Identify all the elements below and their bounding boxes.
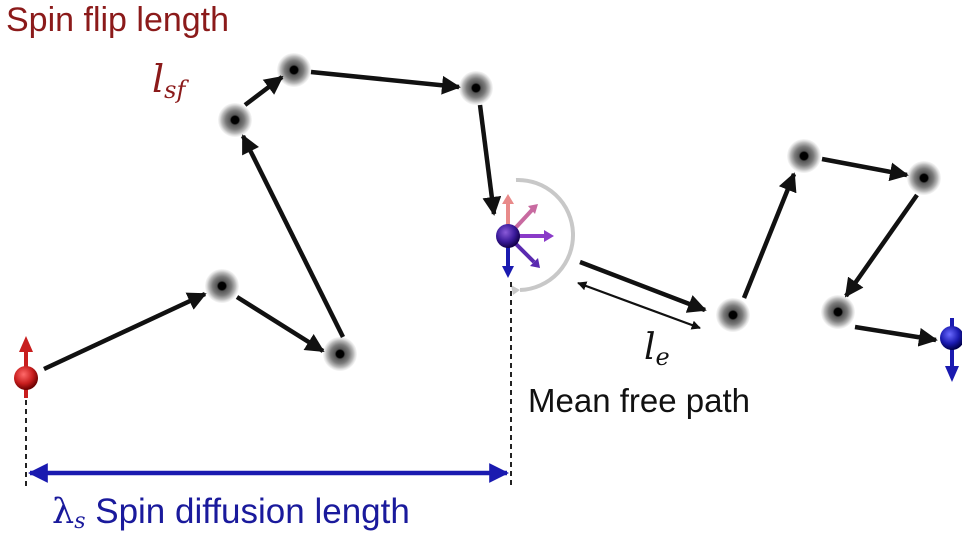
flipping-electron (496, 224, 520, 248)
scatterer (323, 337, 357, 371)
scatterer (205, 269, 239, 303)
scatterer (821, 295, 855, 329)
path-arrow (844, 193, 919, 298)
path-arrow (235, 295, 325, 353)
path-arrow (43, 291, 207, 372)
scatterer (716, 298, 750, 332)
diffusion-path (43, 69, 938, 372)
path-arrow (243, 75, 284, 107)
path-arrow (821, 156, 909, 182)
mean-free-path-label: Mean free path (528, 382, 750, 419)
scatterer (907, 161, 941, 195)
path-arrow (741, 172, 797, 299)
spin-flip-length-label: Spin flip length (6, 1, 230, 39)
spin-flip-event (496, 177, 575, 295)
spin-diffusion-length-label: λs Spin diffusion length (52, 492, 410, 534)
l-sf-symbol: lsf (152, 57, 186, 104)
mean-free-path-arrow (577, 281, 701, 330)
scatterer (787, 139, 821, 173)
rotation-arc-icon (515, 177, 575, 292)
spin-down-electron (940, 318, 962, 382)
path-arrow (477, 104, 502, 216)
electron-ball (940, 326, 962, 350)
scatterer (218, 103, 252, 137)
path-arrow (854, 324, 938, 347)
path-arrow (310, 69, 461, 95)
spin-up-electron (14, 336, 38, 398)
electron-ball (14, 366, 38, 390)
scatterer (459, 71, 493, 105)
scattering-centers (205, 53, 941, 371)
path-arrow (240, 134, 346, 339)
path-arrow (579, 259, 707, 313)
scatterer (277, 53, 311, 87)
l-e-symbol: le (644, 327, 670, 371)
